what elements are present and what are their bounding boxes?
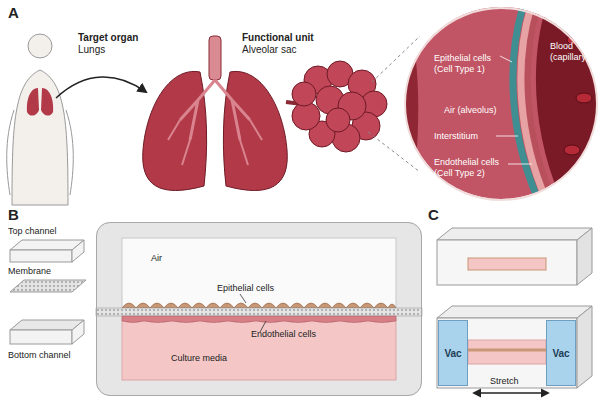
part-label: Air <box>151 253 211 264</box>
lungs-illustration <box>209 36 221 80</box>
caption-label: Stretch <box>490 376 519 387</box>
lungs-illustration <box>180 80 250 140</box>
caption-label: Functional unit <box>242 32 314 44</box>
exploded-chip-parts <box>10 280 86 292</box>
lungs-illustration <box>143 36 288 191</box>
human-figure <box>66 110 73 195</box>
human-figure <box>12 70 68 205</box>
part-label: Endothelial cells <box>251 329 351 340</box>
chip-cross-section <box>96 222 422 396</box>
caption-label: Alveolar sac <box>242 44 296 56</box>
part-label: Air (alveolus) <box>444 105 534 116</box>
human-figure <box>7 110 14 195</box>
chamber-label: Vac <box>552 348 569 359</box>
caption-label: Lungs <box>78 44 105 56</box>
stretch-chip <box>468 258 546 270</box>
inset-outline <box>404 7 598 201</box>
chip-cross-section <box>240 294 266 332</box>
lungs-illustration <box>223 71 287 190</box>
lungs-illustration <box>168 120 262 165</box>
stretch-chip <box>468 349 546 352</box>
inset-outline <box>405 8 597 200</box>
human-figure <box>28 34 52 58</box>
stretch-chip <box>468 340 546 364</box>
caption-label: Membrane <box>8 266 51 277</box>
alveolus-inset <box>581 172 595 180</box>
magnified-inset: Epithelial cells (Cell Type 1) Blood (cap… <box>404 7 598 201</box>
exploded-chip-parts <box>10 320 84 330</box>
lungs-illustration <box>143 71 207 190</box>
alveolus-inset <box>396 0 598 210</box>
caption-label: Top channel <box>8 226 57 237</box>
stretch-chip <box>437 240 577 285</box>
chip-cross-section <box>122 303 396 308</box>
caption-label: Bottom channel <box>8 350 71 361</box>
stretch-chip <box>437 228 592 240</box>
stretch-chip <box>437 228 592 388</box>
human-figure <box>7 34 74 205</box>
stretch-chip <box>577 228 592 285</box>
panel-letter: B <box>8 206 19 223</box>
chip-cross-section <box>122 318 396 380</box>
alveolus-inset <box>396 0 418 210</box>
chip-cross-section <box>122 316 396 323</box>
alveolar-sac <box>326 108 350 132</box>
caption-label: Target organ <box>78 32 138 44</box>
part-label: Epithelial cells (Cell Type 1) <box>434 53 506 75</box>
alveolar-sac <box>286 61 387 152</box>
part-label: Endothelial cells (Cell Type 2) <box>434 157 510 179</box>
alveolus-inset <box>513 0 543 210</box>
exploded-chip-parts <box>72 240 84 262</box>
stretch-chip <box>577 306 592 388</box>
exploded-chip-parts <box>10 240 84 250</box>
exploded-chip-parts <box>10 330 72 344</box>
chip-cross-section <box>96 308 422 316</box>
exploded-chip-parts <box>10 250 72 262</box>
exploded-chip-parts <box>10 240 86 344</box>
pointer-arrow <box>56 77 146 98</box>
human-figure <box>27 88 39 116</box>
part-label: Blood (capillary) <box>550 41 596 63</box>
human-figure <box>41 88 53 116</box>
part-label: Epithelial cells <box>217 283 317 294</box>
alveolus-inset <box>576 93 592 103</box>
chip-cross-section <box>122 238 396 308</box>
vacuum-chamber: Vac <box>546 320 576 386</box>
panel-letter: A <box>8 4 19 21</box>
exploded-chip-parts <box>72 320 84 344</box>
alveolus-inset <box>564 145 580 155</box>
vacuum-chamber: Vac <box>438 320 468 386</box>
stretch-chip <box>437 318 577 388</box>
chip-section: AirEpithelial cellsEndothelial cellsCult… <box>96 222 422 396</box>
part-label: Interstitium <box>434 131 506 142</box>
panel-letter: C <box>428 206 439 223</box>
alveolar-sac <box>292 82 316 106</box>
chamber-label: Vac <box>444 348 461 359</box>
alveolus-inset <box>496 56 532 164</box>
stretch-arrow <box>474 392 548 393</box>
alveolus-inset <box>521 0 551 210</box>
part-label: Culture media <box>171 353 271 364</box>
chip-cross-section <box>96 222 422 396</box>
stretch-chip <box>437 306 592 318</box>
